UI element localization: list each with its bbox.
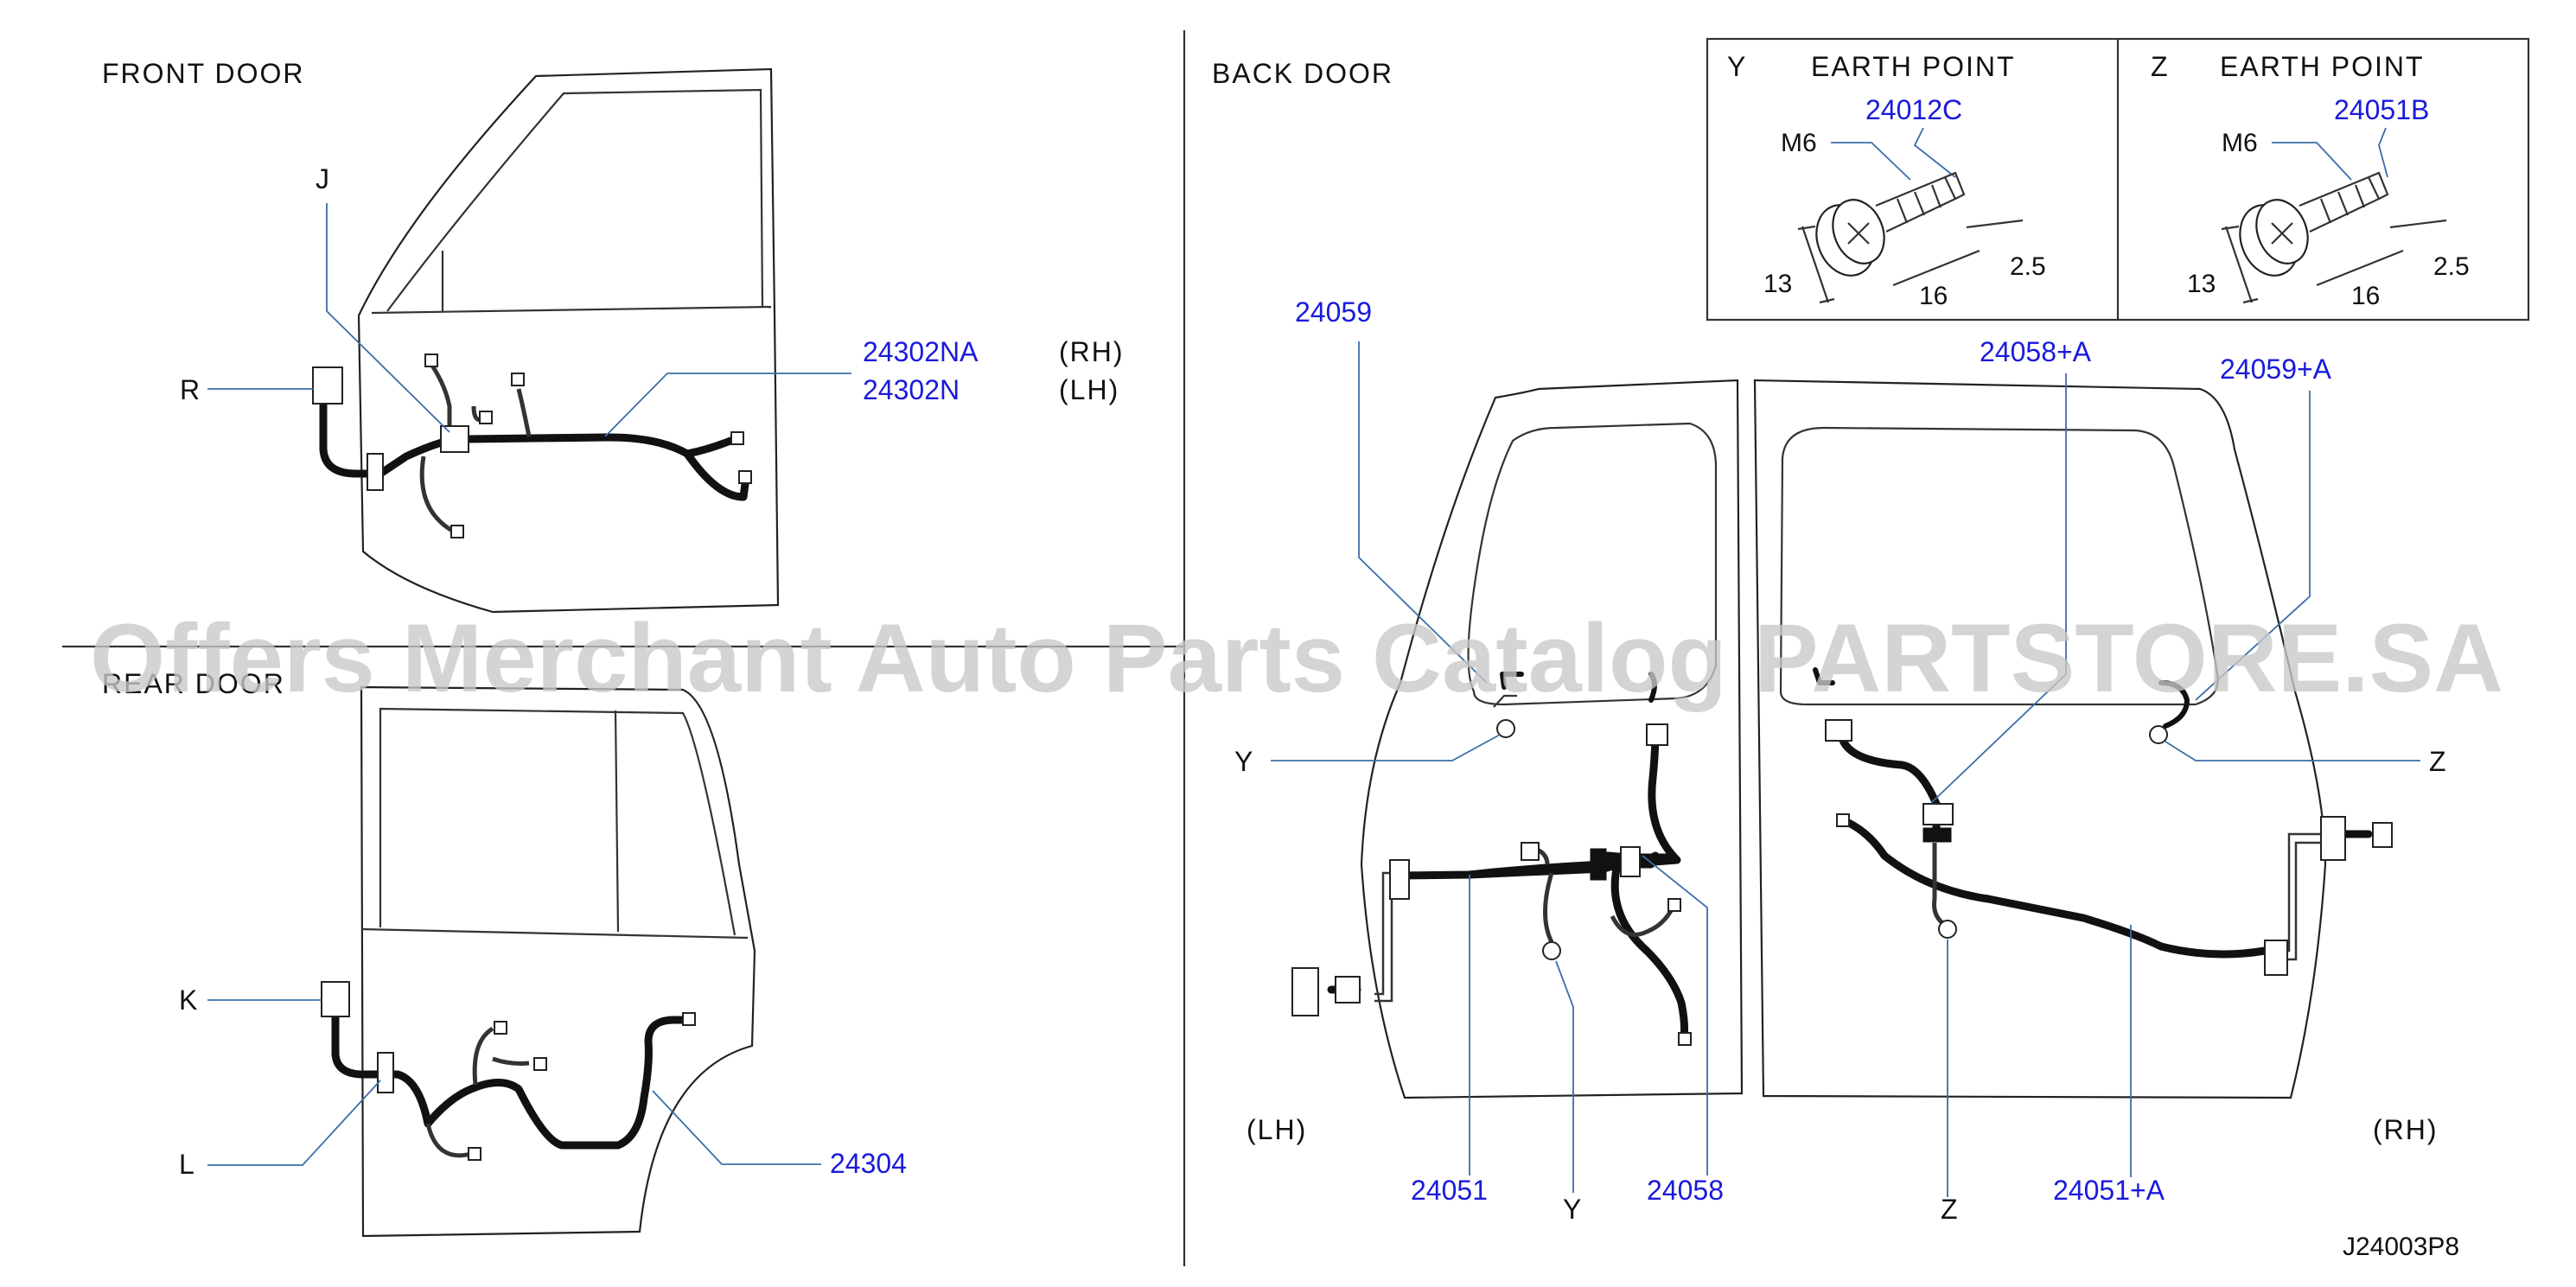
back-part-24059a: 24059+A xyxy=(2220,354,2332,385)
back-part-24058a: 24058+A xyxy=(1980,336,2092,367)
front-label-j: J xyxy=(316,163,331,194)
earth-z-dim16: 16 xyxy=(2351,282,2380,310)
back-lh-earth-y xyxy=(1542,941,1561,960)
back-door-rh-outline xyxy=(1753,379,2327,1099)
earth-z-part: 24051B xyxy=(2334,94,2429,125)
front-leader-part xyxy=(604,373,851,437)
back-rh-label: (RH) xyxy=(2373,1114,2439,1145)
earth-point-z: Z EARTH POINT 24051B M6 13 16 2.5 xyxy=(2151,51,2470,310)
rear-leader-l xyxy=(207,1080,381,1166)
front-lh-label: (LH) xyxy=(1059,374,1119,405)
earth-point-panel xyxy=(1706,37,2530,322)
back-part-24058: 24058 xyxy=(1647,1175,1724,1206)
earth-z-dim25: 2.5 xyxy=(2433,252,2470,281)
front-leader-j xyxy=(326,203,450,433)
bolt-z-icon xyxy=(2239,171,2389,277)
rear-label-k: K xyxy=(179,984,199,1016)
earth-y-dim16: 16 xyxy=(1919,282,1948,310)
earth-z-thread: M6 xyxy=(2222,129,2258,157)
front-door-harness xyxy=(312,354,752,538)
back-label-z-right: Z xyxy=(2429,746,2448,777)
back-part-24059: 24059 xyxy=(1295,296,1372,328)
earth-y-dim13: 13 xyxy=(1763,270,1792,298)
back-lh-label: (LH) xyxy=(1247,1114,1307,1145)
back-door-title: BACK DOOR xyxy=(1212,58,1393,89)
back-door-lh-outline xyxy=(1360,379,1744,1099)
rear-label-l: L xyxy=(179,1149,196,1180)
front-door-title: FRONT DOOR xyxy=(102,58,305,89)
back-label-z-bottom: Z xyxy=(1941,1194,1960,1225)
front-label-r: R xyxy=(180,374,201,405)
front-clip xyxy=(367,453,384,491)
earth-y-part: 24012C xyxy=(1865,94,1962,125)
rear-leader-part xyxy=(652,1090,821,1165)
front-junction xyxy=(440,425,469,453)
back-rh-earth-z-top xyxy=(2149,725,2168,744)
earth-y-letter: Y xyxy=(1727,51,1747,82)
rear-part-24304: 24304 xyxy=(830,1148,907,1179)
rear-door-harness xyxy=(321,981,696,1161)
rear-connector-k xyxy=(321,981,350,1017)
front-door-outline xyxy=(357,67,780,614)
front-connector-r xyxy=(312,366,343,405)
front-part-24302n: 24302N xyxy=(863,374,960,405)
back-part-24051: 24051 xyxy=(1411,1175,1488,1206)
rear-door-outline xyxy=(360,685,756,1238)
back-door-rh-harness xyxy=(1813,667,2393,976)
rear-door-title: REAR DOOR xyxy=(102,668,285,699)
earth-y-title: EARTH POINT xyxy=(1811,51,2016,82)
earth-z-title: EARTH POINT xyxy=(2220,51,2425,82)
back-lh-earth-y-top xyxy=(1496,719,1515,738)
rear-connector-l xyxy=(377,1052,394,1093)
earth-point-y: Y EARTH POINT 24012C M6 13 16 2.5 xyxy=(1727,51,2046,310)
earth-z-letter: Z xyxy=(2151,51,2170,82)
back-part-24051a: 24051+A xyxy=(2053,1175,2165,1206)
earth-y-dim25: 2.5 xyxy=(2010,252,2046,281)
front-part-24302na: 24302NA xyxy=(863,336,979,367)
back-lh-connector-main xyxy=(1291,967,1319,1016)
back-label-y-bottom: Y xyxy=(1563,1194,1583,1225)
back-rh-earth-z xyxy=(1938,920,1957,939)
front-rh-label: (RH) xyxy=(1059,336,1125,367)
back-rh-connector-main xyxy=(2320,816,2346,861)
back-door-lh-harness xyxy=(1291,672,1692,1046)
watermark-text: Offers Merchant Auto Parts Catalog PARTS… xyxy=(90,604,2503,712)
figure-code: J24003P8 xyxy=(2343,1233,2459,1261)
bolt-y-icon xyxy=(1815,171,1966,277)
earth-z-dim13: 13 xyxy=(2187,270,2216,298)
earth-y-thread: M6 xyxy=(1781,129,1817,157)
back-label-y-left: Y xyxy=(1234,746,1254,777)
